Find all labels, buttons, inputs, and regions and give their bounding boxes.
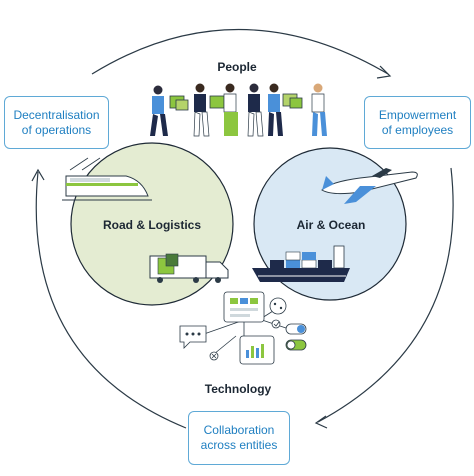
arrowhead-right [314,415,328,429]
truck-icon [149,253,229,283]
arrowhead-top [376,65,392,79]
collaboration-line-1: Collaboration [203,423,275,437]
decentralisation-line-2: of operations [21,122,92,137]
decentralisation-box: Decentralisation of operations [4,96,109,149]
collaboration-box: Collaboration across entities [188,411,290,465]
collaboration-line-2: across entities [200,438,278,452]
cycle-arrow-right [317,167,454,423]
arrowhead-left [31,168,45,182]
ship-icon [252,245,350,282]
empowerment-box: Empowerment of employees [364,96,471,149]
airplane-icon [321,168,418,204]
empowerment-line-2: of employees [381,122,454,137]
people-group-icon [150,83,327,137]
decentralisation-line-1: Decentralisation [13,107,100,122]
technology-network-icon [179,291,307,365]
people-label: People [217,60,257,74]
empowerment-line-1: Empowerment [378,107,457,122]
train-icon [62,157,152,201]
air-ocean-label: Air & Ocean [296,218,366,232]
cycle-arrow-top [91,29,389,75]
road-logistics-label: Road & Logistics [102,218,201,232]
cycle-arrow-left [35,171,187,429]
technology-label: Technology [204,382,272,396]
